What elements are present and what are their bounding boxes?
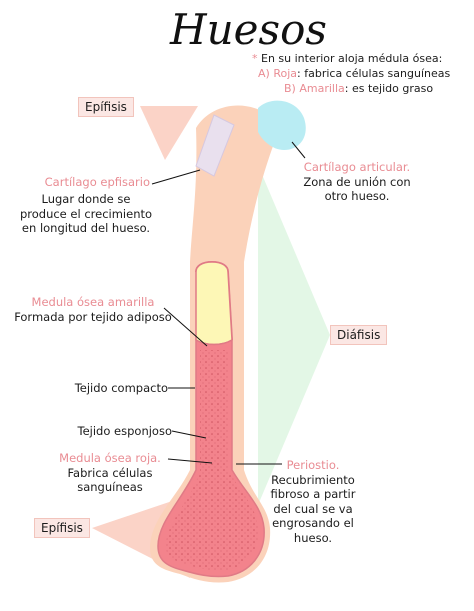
desc-cartilago-epifisario: Lugar donde se produce el crecimiento en…	[19, 192, 153, 235]
label-periostio: Periostio. Recubrimiento fibroso a parti…	[270, 458, 356, 545]
leader-cartilago-articular	[291, 141, 306, 159]
leader-medula-roja	[167, 458, 213, 464]
tag-epifisis-top: Epífisis	[78, 97, 134, 117]
interior-note: * En su interior aloja médula ósea: A) R…	[252, 51, 470, 96]
label-medula-roja: Medula ósea roja. Fabrica células sanguí…	[59, 451, 161, 494]
epiphysis-top-bracket	[140, 106, 198, 160]
label-cartilago-articular: Cartílago articular. Zona de unión con o…	[303, 160, 411, 203]
epiphyseal-cartilage	[195, 114, 235, 177]
label-tejido-compacto: Tejido compacto	[74, 381, 168, 395]
label-tejido-esponjoso: Tejido esponjoso	[77, 424, 172, 438]
tag-epifisis-bottom: Epífisis	[34, 518, 90, 538]
interior-item-b: B) Amarilla: es tejido graso	[284, 82, 434, 95]
yellow-marrow	[195, 261, 233, 346]
page-title: Huesos	[170, 5, 327, 54]
interior-item-a: A) Roja: fabrica células sanguíneas	[258, 67, 451, 80]
label-medula-amarilla: Medula ósea amarilla Formada por tejido …	[14, 295, 172, 324]
leader-medula-amarilla	[163, 307, 208, 347]
label-cartilago-epifisario: Cartílago epfisario	[44, 175, 150, 189]
tag-diafisis: Diáfisis	[330, 325, 388, 345]
interior-line: * En su interior aloja médula ósea:	[252, 52, 443, 65]
diaphysis-bracket	[258, 165, 330, 505]
leader-cartilago-epifisario	[151, 169, 201, 185]
articular-cartilage	[258, 100, 306, 150]
spongy-texture	[166, 350, 259, 571]
leader-tejido-esponjoso	[171, 430, 207, 439]
